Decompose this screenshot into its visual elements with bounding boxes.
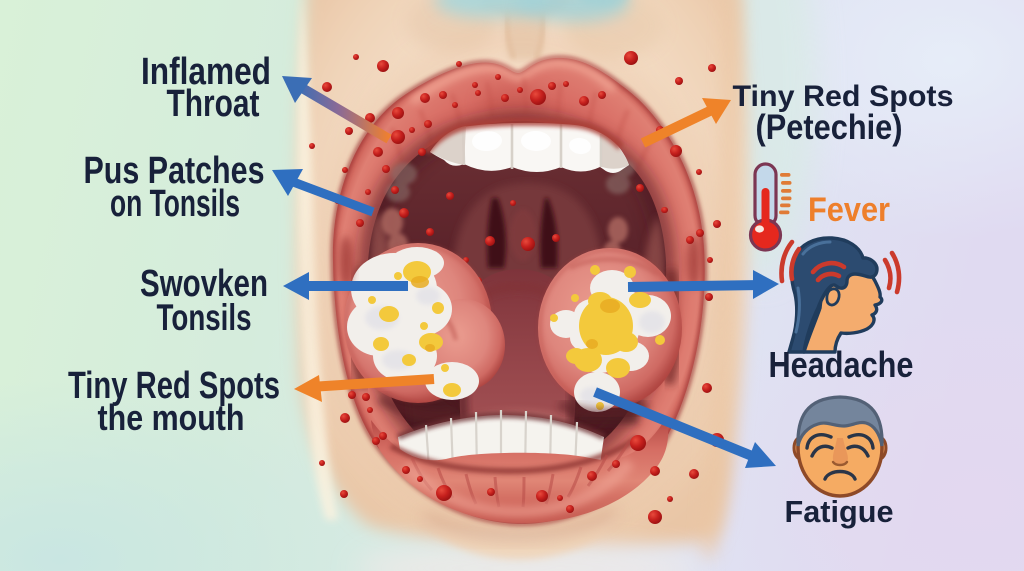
svg-text:Swovken: Swovken bbox=[140, 263, 268, 305]
svg-text:Fever: Fever bbox=[808, 191, 890, 229]
svg-text:Tonsils: Tonsils bbox=[157, 297, 252, 338]
svg-text:Fatigue: Fatigue bbox=[785, 494, 894, 529]
svg-text:Tiny Red Spots: Tiny Red Spots bbox=[733, 80, 954, 113]
svg-text:(Petechie): (Petechie) bbox=[756, 108, 903, 147]
svg-text:the mouth: the mouth bbox=[98, 397, 245, 438]
svg-text:Inflamed: Inflamed bbox=[141, 51, 271, 93]
svg-text:Tiny Red Spots: Tiny Red Spots bbox=[68, 365, 280, 407]
svg-text:on Tonsils: on Tonsils bbox=[110, 183, 240, 225]
svg-text:Headache: Headache bbox=[769, 344, 914, 385]
svg-text:Throat: Throat bbox=[167, 83, 260, 125]
svg-text:Pus Patches: Pus Patches bbox=[84, 150, 265, 192]
